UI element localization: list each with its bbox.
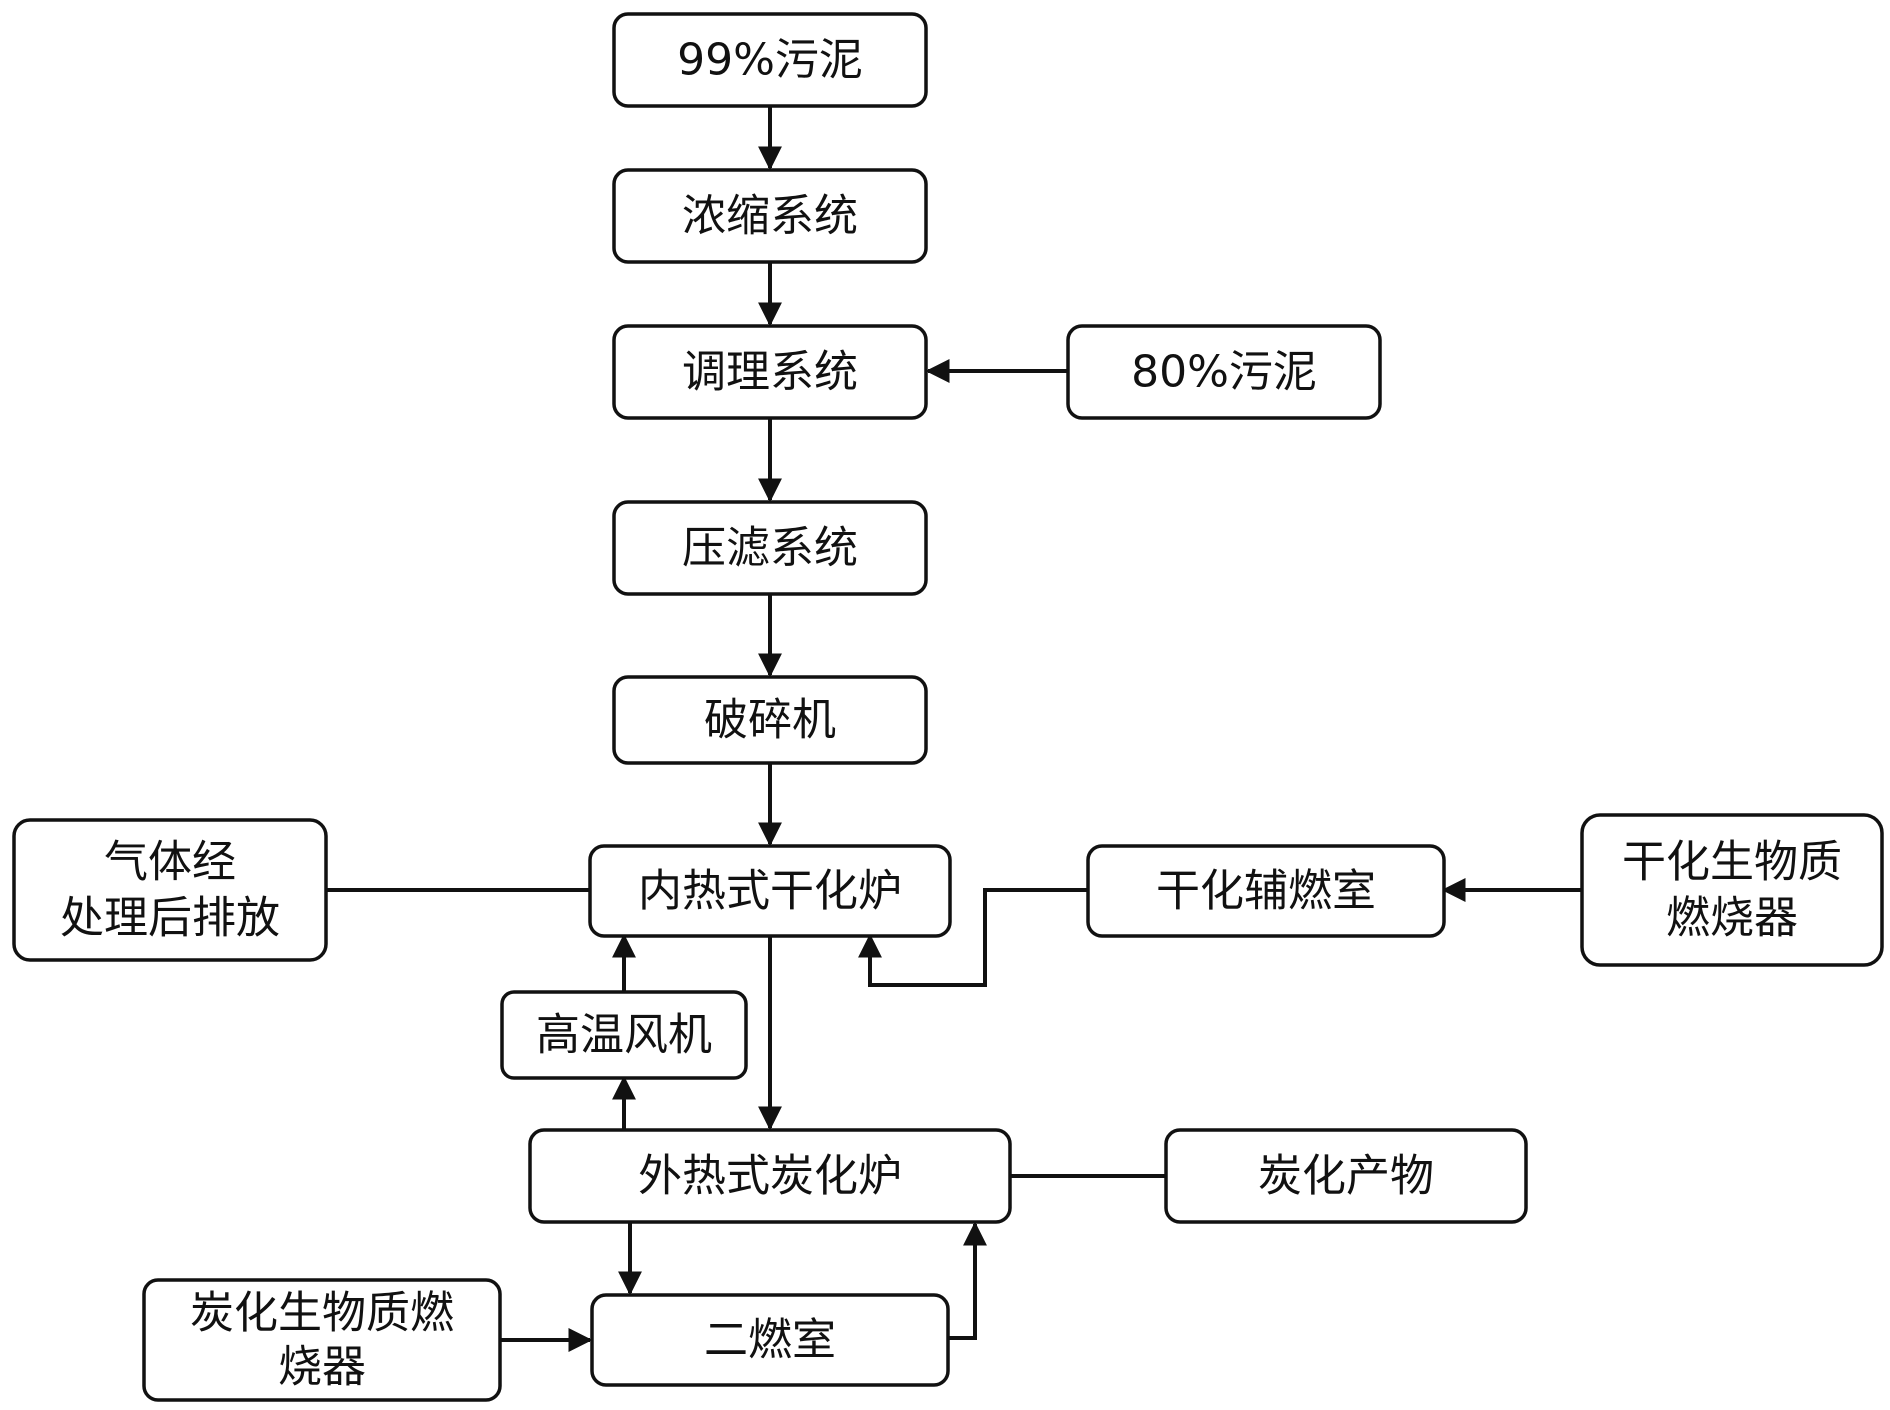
edges xyxy=(325,106,1582,1352)
node-gas-exhaust-label-line2: 处理后排放 xyxy=(60,893,280,944)
node-dry-burner: 干化生物质 燃烧器 xyxy=(1580,813,1884,967)
node-dry-burner-label-line1: 干化生物质 xyxy=(1622,837,1842,888)
node-condition-label: 调理系统 xyxy=(682,347,858,398)
node-sludge99-label: 99%污泥 xyxy=(677,35,863,86)
node-carbonizer-label: 外热式炭化炉 xyxy=(638,1151,902,1202)
node-crusher: 破碎机 xyxy=(612,675,928,765)
node-sludge80: 80%污泥 xyxy=(1066,324,1382,420)
node-gas-exhaust-label-line1: 气体经 xyxy=(104,837,236,888)
node-press-label: 压滤系统 xyxy=(682,523,858,574)
node-dryer-label: 内热式干化炉 xyxy=(638,866,902,917)
node-dryer: 内热式干化炉 xyxy=(588,844,952,938)
node-carb-burner: 炭化生物质燃 烧器 xyxy=(142,1278,502,1402)
node-carbonizer: 外热式炭化炉 xyxy=(528,1128,1012,1224)
node-fan: 高温风机 xyxy=(500,990,748,1080)
node-carb-burner-label-line2: 烧器 xyxy=(278,1342,366,1393)
node-product: 炭化产物 xyxy=(1164,1128,1528,1224)
node-product-label: 炭化产物 xyxy=(1258,1151,1434,1202)
node-secondary: 二燃室 xyxy=(590,1293,950,1387)
node-secondary-label: 二燃室 xyxy=(704,1315,836,1366)
edge-aux-chamber-to-dryer xyxy=(858,888,1088,987)
node-sludge80-label: 80%污泥 xyxy=(1131,347,1317,398)
node-press: 压滤系统 xyxy=(612,500,928,596)
node-thicken: 浓缩系统 xyxy=(612,168,928,264)
node-aux-chamber-label: 干化辅燃室 xyxy=(1156,866,1376,917)
node-sludge99: 99%污泥 xyxy=(612,12,928,108)
node-carb-burner-label-line1: 炭化生物质燃 xyxy=(190,1288,454,1339)
node-thicken-label: 浓缩系统 xyxy=(682,191,858,242)
node-dry-burner-label-line2: 燃烧器 xyxy=(1666,893,1798,944)
node-fan-label: 高温风机 xyxy=(536,1010,712,1061)
node-gas-exhaust: 气体经 处理后排放 xyxy=(12,818,328,962)
node-crusher-label: 破碎机 xyxy=(704,695,836,746)
node-aux-chamber: 干化辅燃室 xyxy=(1086,844,1446,938)
node-condition: 调理系统 xyxy=(612,324,928,420)
edge-secondary-to-carbonizer xyxy=(948,1221,987,1340)
